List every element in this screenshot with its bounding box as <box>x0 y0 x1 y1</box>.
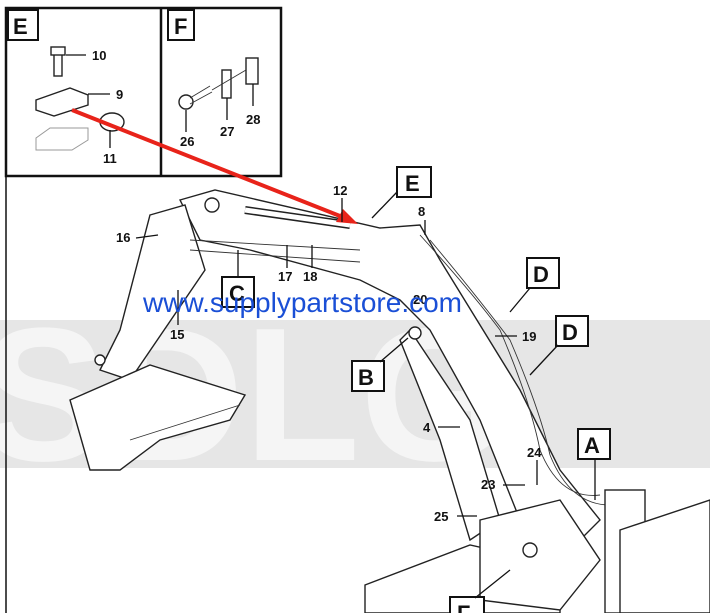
part-27: 27 <box>220 124 234 139</box>
part-8: 8 <box>418 204 425 219</box>
part-25: 25 <box>434 509 448 524</box>
callout-d-lower: D <box>562 320 578 345</box>
callout-b: B <box>358 365 374 390</box>
part-16: 16 <box>116 230 130 245</box>
part-11: 11 <box>103 151 117 166</box>
part-12: 12 <box>333 183 347 198</box>
part-4: 4 <box>423 420 431 435</box>
detail-e-label: E <box>13 14 28 39</box>
callout-f: F <box>457 601 470 613</box>
callout-c: C <box>229 281 245 306</box>
part-20: 20 <box>413 292 427 307</box>
callout-d-upper: D <box>533 262 549 287</box>
part-28: 28 <box>246 112 260 127</box>
part-18: 18 <box>303 269 317 284</box>
part-17: 17 <box>278 269 292 284</box>
callouts: E C D D B A F <box>221 166 611 613</box>
part-19: 19 <box>522 329 536 344</box>
part-labels: 12 8 16 17 18 20 15 19 4 24 23 25 <box>116 183 542 524</box>
excavator-boom <box>69 189 710 613</box>
website-watermark: www.supplypartstore.com <box>142 287 462 318</box>
part-10: 10 <box>92 48 106 63</box>
part-23: 23 <box>481 477 495 492</box>
detail-panel-e: E 10 9 11 F 26 27 28 <box>7 9 260 166</box>
part-9: 9 <box>116 87 123 102</box>
part-26: 26 <box>180 134 194 149</box>
callout-e: E <box>405 171 420 196</box>
part-15: 15 <box>170 327 184 342</box>
detail-f-label: F <box>174 14 187 39</box>
part-24: 24 <box>527 445 542 460</box>
callout-a: A <box>584 433 600 458</box>
